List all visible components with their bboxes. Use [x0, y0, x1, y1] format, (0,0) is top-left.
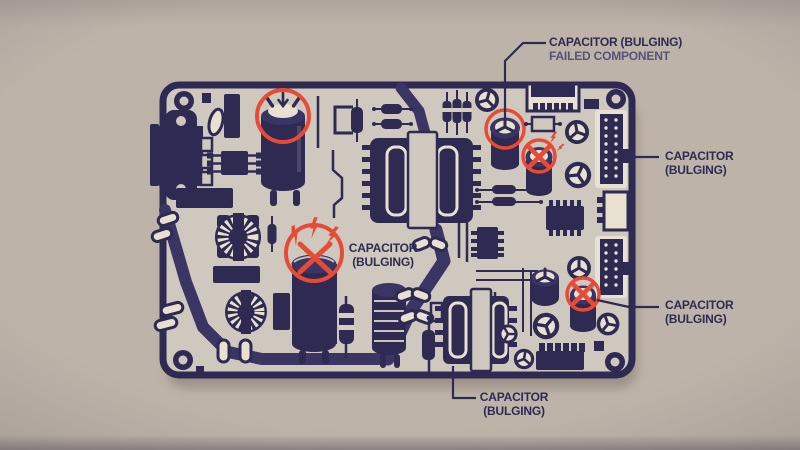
failed-capacitor-x-5 [565, 276, 601, 332]
thin-traces [316, 96, 344, 218]
failed-capacitor-bulging-1 [255, 88, 311, 206]
alert-circle-3 [521, 138, 557, 174]
transformer-1 [362, 130, 481, 230]
label-subline: FAILED COMPONENT [549, 49, 670, 63]
leader-line-top [503, 41, 546, 126]
resistor-small [267, 216, 277, 252]
component-block-2 [584, 99, 599, 109]
failed-capacitor-x-4 [284, 217, 344, 364]
label-line: CAPACITOR [665, 149, 734, 163]
label-line: (BULGING) [665, 163, 727, 177]
toroid-inductor-1 [215, 213, 261, 261]
label-line: (BULGING) [352, 255, 414, 269]
resistor-bank-top [442, 90, 472, 135]
label-right-upper-capacitor: CAPACITOR (BULGING) [665, 149, 734, 177]
label-center-capacitor: CAPACITOR (BULGING) [340, 241, 426, 269]
capacitor-top-view [565, 254, 593, 282]
solder-pads-left [150, 210, 253, 364]
jumper-pads-center [411, 236, 449, 252]
small-passives-top [333, 99, 413, 142]
resistor-vertical-2 [422, 315, 435, 372]
label-line: (BULGING) [483, 404, 545, 418]
header-connector-top [525, 82, 581, 113]
film-capacitor [524, 115, 562, 133]
resistor-pair-right [475, 185, 543, 206]
mounting-holes [173, 89, 626, 374]
capacitor-angled [531, 267, 559, 306]
label-line: CAPACITOR [479, 390, 549, 404]
leader-line-right-lower [596, 298, 659, 309]
resistor-banded [339, 296, 354, 358]
ribbon-connector-2 [595, 236, 629, 298]
ac-power-connector [150, 110, 214, 200]
component-block [176, 188, 233, 208]
label-line: CAPACITOR (BULGING) [549, 35, 683, 49]
toroid-inductor-2 [225, 290, 267, 334]
header-connector-bottom [536, 343, 585, 370]
label-bottom-capacitor: CAPACITOR (BULGING) [471, 390, 557, 418]
diode-pad [207, 107, 225, 137]
transformer-2 [435, 287, 517, 373]
component-block-4 [273, 293, 290, 330]
ribbon-connector-1 [595, 110, 629, 188]
ic-chip-3 [471, 227, 504, 259]
ic-chip-2 [546, 200, 584, 236]
label-top-failed-capacitor: CAPACITOR (BULGING) FAILED COMPONENT [549, 35, 682, 63]
trace-pair-bottom [476, 270, 538, 281]
heatsink-bar [224, 94, 240, 138]
alert-circle-5 [565, 276, 601, 312]
ic-chip-1 [207, 151, 262, 175]
component-block-3 [213, 266, 260, 283]
leader-lines [451, 41, 659, 400]
alert-circle-1 [255, 88, 311, 144]
label-right-lower-capacitor: CAPACITOR (BULGING) [665, 298, 734, 326]
header-connector-right [597, 190, 630, 232]
label-line: CAPACITOR [348, 241, 418, 255]
leader-line-bottom [451, 366, 476, 400]
label-line: CAPACITOR [665, 298, 734, 312]
label-line: (BULGING) [665, 312, 727, 326]
